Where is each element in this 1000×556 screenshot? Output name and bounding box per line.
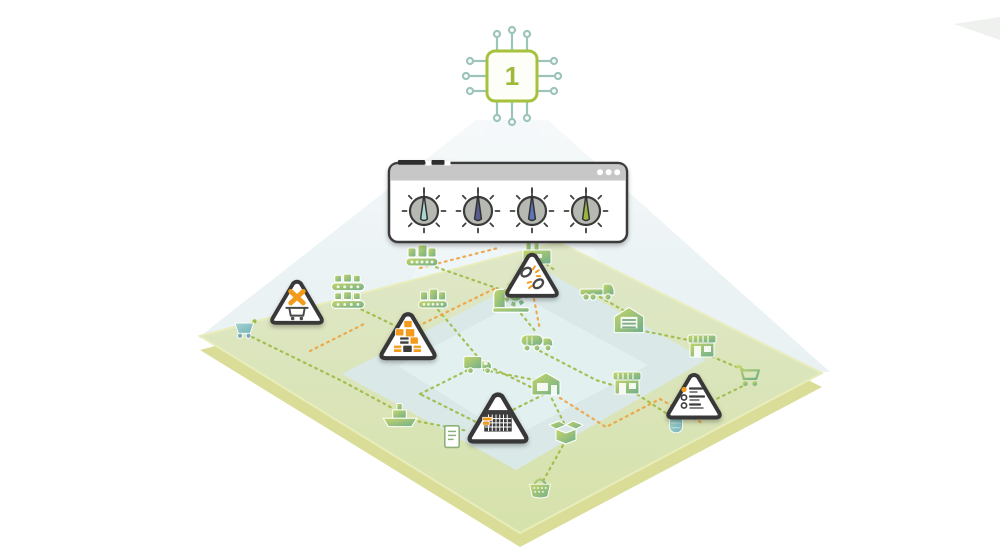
- map-icon-storefront: [687, 334, 717, 358]
- chip-label: 1: [505, 61, 519, 91]
- dial-tick: [489, 194, 495, 200]
- window-titlebar: [390, 164, 626, 181]
- dial-needle: [527, 193, 537, 222]
- route-green: [422, 261, 507, 293]
- route-green: [598, 295, 630, 315]
- dial-1[interactable]: [401, 187, 447, 234]
- route-orange: [308, 321, 368, 353]
- dial-tick: [489, 222, 495, 228]
- dial-tick: [461, 194, 467, 200]
- route-green: [538, 349, 624, 390]
- route-green: [418, 361, 548, 427]
- dial-tick: [461, 222, 467, 228]
- dial-tick: [597, 222, 603, 228]
- dial-tick: [569, 194, 575, 200]
- window-dot: [614, 169, 621, 176]
- beam-landing-glow-inner: [398, 298, 648, 438]
- window-dot: [597, 169, 603, 176]
- route-green: [630, 389, 674, 419]
- route-green: [541, 438, 568, 483]
- dial-needle: [419, 193, 429, 222]
- window-dot: [605, 169, 612, 176]
- dial-tick: [515, 222, 521, 228]
- map-icon-conveyor: [405, 244, 439, 267]
- dial-tick: [515, 194, 521, 200]
- schedule_grid-glyph: [482, 409, 512, 432]
- route-green: [250, 335, 396, 411]
- dial-tick: [407, 222, 413, 228]
- dial-4[interactable]: [563, 187, 609, 234]
- dial-tick: [407, 194, 413, 200]
- chip-pins: [461, 25, 563, 127]
- route-green: [632, 327, 700, 344]
- map-icon-storefront: [612, 371, 642, 395]
- dial-tick: [569, 222, 575, 228]
- dial-needle: [581, 193, 591, 222]
- dial-tick: [597, 194, 603, 200]
- corner-decoration: [954, 17, 1000, 40]
- dial-2[interactable]: [455, 187, 501, 234]
- route-orange: [532, 297, 542, 332]
- dial-tick: [543, 194, 549, 200]
- dial-tick: [543, 222, 549, 228]
- control-window: [387, 160, 629, 244]
- route-orange: [558, 396, 704, 429]
- knob-layer: [401, 187, 609, 234]
- map-icon-conveyor: [418, 288, 448, 309]
- map-icon-conveyor_double: [330, 273, 366, 309]
- dial-tick: [435, 222, 441, 228]
- dial-tick: [435, 194, 441, 200]
- dial-3[interactable]: [509, 187, 555, 234]
- chip-body: [485, 49, 539, 103]
- route-green: [482, 368, 542, 383]
- window-frame: [387, 161, 629, 244]
- window-tabs: [398, 160, 451, 166]
- chip-icon: 1: [461, 25, 563, 127]
- window-dots: [597, 169, 621, 176]
- route-green: [547, 391, 566, 425]
- map-icon-document: [443, 424, 461, 449]
- dial-needle: [473, 193, 483, 222]
- route-green: [432, 303, 479, 358]
